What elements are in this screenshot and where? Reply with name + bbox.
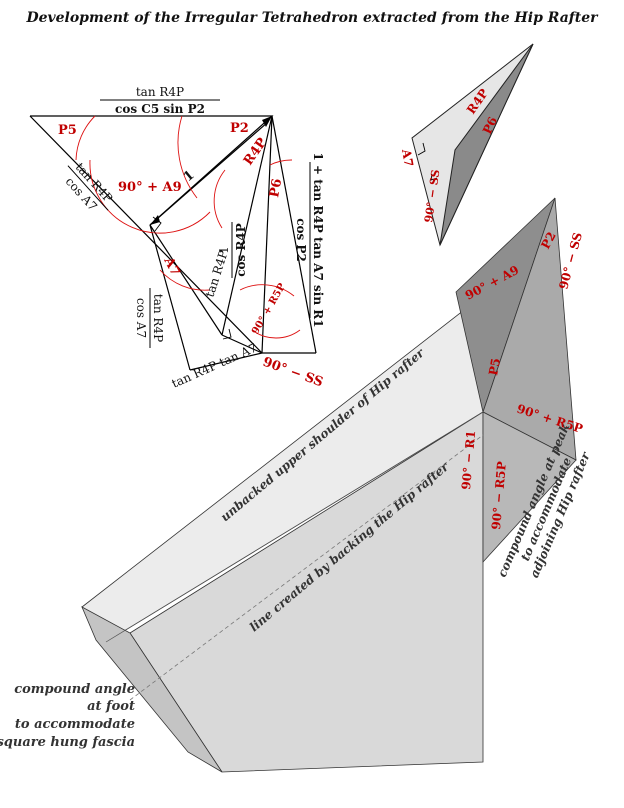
angle-a9: 90° + A9 [118, 180, 182, 195]
tetra-face-right [439, 43, 534, 246]
development-net [29, 115, 317, 371]
svg-text:tan R4P: tan R4P [151, 294, 165, 342]
svg-text:cos R4P: cos R4P [234, 223, 248, 277]
svg-text:square hung fascia: square hung fascia [0, 735, 135, 750]
svg-text:cos A7: cos A7 [134, 298, 148, 338]
svg-text:compound angle: compound angle [14, 682, 135, 697]
svg-text:to accommodate: to accommodate [15, 717, 135, 732]
backing-line [129, 434, 484, 701]
top-formula: tan R4P cos C5 sin P2 [100, 85, 220, 116]
tetra-p6-label: P6 [480, 115, 500, 137]
inner-formula: 1 cos R4P [217, 222, 248, 278]
rafter-r1-label: 90° − R1 [459, 430, 478, 490]
angle-p5: P5 [58, 123, 77, 138]
label-tan-r4p: tan R4P [203, 249, 231, 299]
rafter-peak-lower-face [482, 411, 577, 564]
foot-note: compound angle at foot to accommodate sq… [0, 682, 135, 750]
left-formula: tan R4P cos A7 [63, 160, 116, 214]
small-tetrahedron [411, 43, 534, 247]
upper-shoulder-line [105, 411, 484, 643]
svg-text:1 + tan R4P tan A7 sin R1: 1 + tan R4P tan A7 sin R1 [311, 152, 325, 327]
label-one: 1 [181, 168, 198, 185]
rafter-ss-label: 90° − SS [556, 231, 585, 291]
label-bottom: tan R4P tan A7 [170, 341, 260, 391]
left2-formula: tan R4P cos A7 [134, 288, 165, 348]
right-formula: 1 + tan R4P tan A7 sin R1 cos P2 [294, 152, 325, 327]
svg-text:at foot: at foot [87, 699, 135, 714]
rafter-foot-face [81, 606, 223, 773]
svg-text:1: 1 [217, 246, 231, 254]
page-title: Development of the Irregular Tetrahedron… [25, 10, 599, 26]
angle-p6: P6 [267, 178, 285, 199]
angle-p2: P2 [230, 121, 249, 136]
angle-ss: 90° − SS [261, 355, 325, 391]
hip-rafter-solid [81, 197, 577, 773]
rafter-r5p-minus-label: 90° − R5P [489, 461, 509, 530]
svg-text:cos C5 sin P2: cos C5 sin P2 [115, 102, 205, 116]
svg-text:cos P2: cos P2 [294, 218, 308, 262]
rafter-p5-label: P5 [486, 357, 503, 377]
angle-r5p: 90° + R5P [250, 281, 288, 336]
svg-text:tan R4P: tan R4P [136, 85, 184, 99]
tetra-a7-label: A7 [399, 147, 416, 168]
